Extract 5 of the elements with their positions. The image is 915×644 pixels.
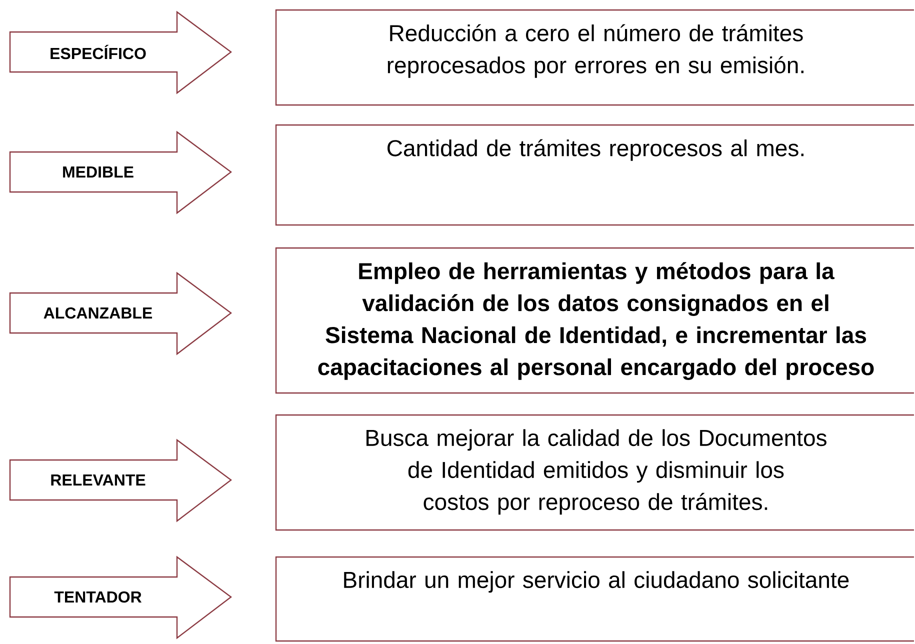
text-box: Cantidad de trámites reprocesos al mes. — [275, 124, 914, 226]
text-box: Brindar un mejor servicio al ciudadano solicitante — [275, 556, 914, 642]
text-box: Busca mejorar la calidad de los Documentos de Identidad emitidos y disminuir los costos por reproceso de trámites. — [275, 414, 914, 531]
text-box: Empleo de herramientas y métodos para la validación de los datos consignados en el Sistema Nacional de Identidad, e incrementar las capacitaciones al personal encargado del proceso — [275, 247, 914, 394]
text-box: Reducción a cero el número de trámites reprocesados por errores en su emisión. — [275, 9, 914, 106]
